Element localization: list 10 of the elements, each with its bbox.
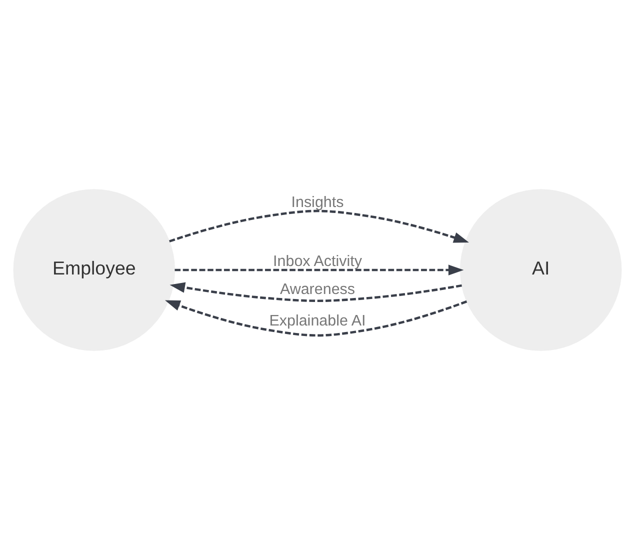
edge-label: Explainable AI: [269, 312, 366, 330]
arrow: [170, 282, 462, 302]
node-circle: Employee: [13, 189, 176, 351]
arrow: [164, 300, 468, 337]
node-circle: AI: [460, 189, 622, 351]
arrow: [169, 210, 469, 243]
edge-label: Inbox Activity: [273, 252, 362, 270]
edge-label: Awareness: [280, 280, 356, 298]
arrow: [174, 264, 464, 276]
edge-label: Insights: [291, 194, 344, 212]
